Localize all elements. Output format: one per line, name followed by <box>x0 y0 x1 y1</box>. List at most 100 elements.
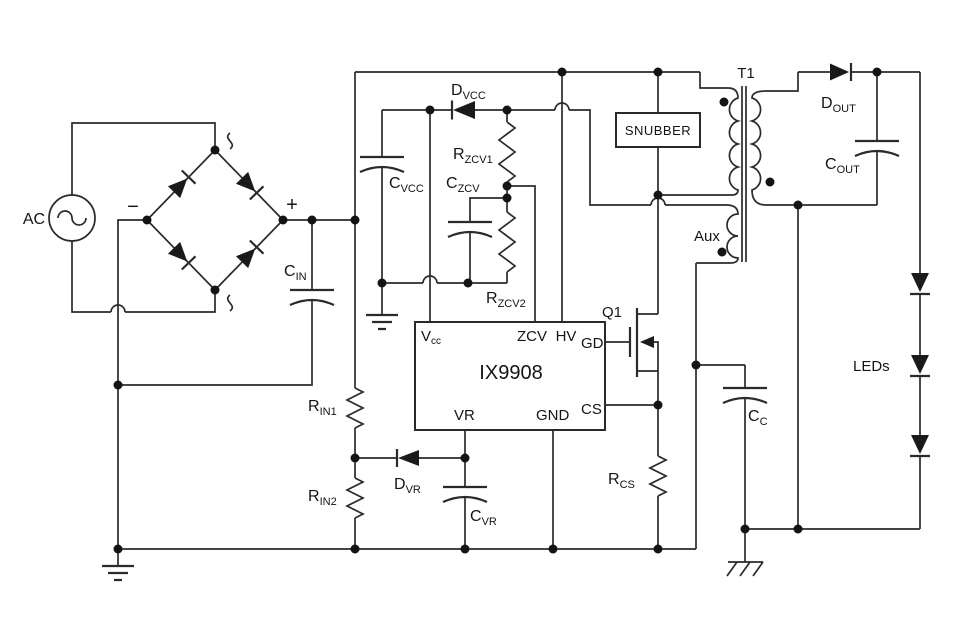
bridge-sides <box>145 148 285 292</box>
junction-dot <box>425 105 435 115</box>
bridge-diode <box>167 241 197 271</box>
ac-tilde-icon <box>226 294 234 312</box>
capacitor-cout: COUT <box>825 139 900 176</box>
sine-icon <box>57 210 87 226</box>
ic-ix9908: Vcc ZCV HV GD CS VR GND IX9908 <box>414 321 606 431</box>
junction-dot <box>502 181 512 191</box>
ground-bar <box>366 313 398 331</box>
cc-label: CC <box>748 408 768 428</box>
diode-triangle <box>235 248 256 269</box>
junction-dot <box>502 193 512 203</box>
rzcv1-label: RZCV1 <box>453 146 493 166</box>
dvr-label: DVR <box>394 476 421 496</box>
diode-triangle <box>235 171 256 192</box>
mosfet-q1: Q1 <box>602 304 659 405</box>
rzcv2-label: RZCV2 <box>486 290 526 310</box>
bridge-diode <box>235 171 265 201</box>
resistor-zigzag <box>497 121 517 183</box>
bridge-diode <box>235 239 265 269</box>
junction-dot <box>463 278 473 288</box>
ground-symbol-left <box>102 549 134 582</box>
junction-dot <box>113 544 123 554</box>
plus-label: + <box>286 194 298 216</box>
resistor-zigzag <box>497 211 517 273</box>
ac-source: AC <box>23 194 96 242</box>
source-lead <box>637 370 659 405</box>
rin1-label: RIN1 <box>308 398 337 418</box>
diode-bar <box>181 255 197 271</box>
leds-label: LEDs <box>853 358 890 375</box>
diode-bar <box>249 239 265 255</box>
ic-body <box>414 321 606 431</box>
wires <box>71 71 920 550</box>
ac-tilde-icon <box>226 132 234 150</box>
diode-triangle <box>830 63 849 81</box>
ac-source-circle <box>48 194 96 242</box>
capacitor-cvcc: CVCC <box>359 110 424 283</box>
resistor-zigzag <box>345 477 365 519</box>
cap-plate-curved <box>289 298 335 307</box>
rin2-label: RIN2 <box>308 488 337 508</box>
ic-part-number: IX9908 <box>479 362 542 384</box>
pin-cs: CS <box>581 401 602 418</box>
phase-dot-aux <box>717 247 727 257</box>
q1-label: Q1 <box>602 304 622 321</box>
minus-label: − <box>127 196 139 218</box>
wire-ac-bottom2 <box>125 290 216 313</box>
junction-dot <box>872 67 882 77</box>
wire-ac-bottom <box>71 241 111 313</box>
junction-dot <box>113 380 123 390</box>
ground-bar <box>102 564 134 582</box>
diode-dout: DOUT <box>821 63 856 115</box>
resistor-rcs: RCS <box>608 455 668 497</box>
aux-label: Aux <box>694 228 720 245</box>
resistor-zigzag <box>345 387 365 429</box>
wire-cc-branch <box>696 364 746 388</box>
junction-dot <box>653 400 663 410</box>
wire-zcv-pin <box>507 185 536 322</box>
chassis-slash <box>726 561 764 577</box>
cout-label: COUT <box>825 156 860 176</box>
diode-bar <box>249 185 265 201</box>
snubber-label: SNUBBER <box>625 123 691 138</box>
bridge-diode <box>167 169 197 199</box>
wire-cout-bottom <box>798 151 878 206</box>
junction-dot <box>460 544 470 554</box>
snubber-box <box>615 112 701 148</box>
capacitor-czcv: CZCV <box>446 175 493 283</box>
resistor-rzcv2: RZCV2 <box>486 211 526 310</box>
junction-dot <box>691 360 701 370</box>
transformer-t1: T1 Aux <box>694 65 799 264</box>
junction-dot <box>278 215 288 225</box>
wire-ac-top <box>71 122 216 195</box>
phase-dot-secondary <box>765 177 775 187</box>
led-triangle <box>911 355 929 374</box>
junction-dot <box>548 544 558 554</box>
resistor-zigzag <box>648 455 668 497</box>
junction-dot <box>210 285 220 295</box>
resistor-rin2: RIN2 <box>308 477 365 519</box>
secondary-winding <box>749 72 799 206</box>
dout-label: DOUT <box>821 95 856 115</box>
pin-hv: HV <box>556 328 577 345</box>
junction-dot <box>142 215 152 225</box>
led-triangle <box>911 273 929 292</box>
capacitor-cc: CC <box>722 386 768 428</box>
junction-dot <box>653 67 663 77</box>
junction-dot <box>350 453 360 463</box>
junction-dot <box>653 190 663 200</box>
snubber-block: SNUBBER <box>615 112 701 148</box>
diode-dvr: DVR <box>394 449 421 496</box>
cin-label: CIN <box>284 263 307 283</box>
cvcc-label: CVCC <box>389 175 424 195</box>
junction-dot <box>502 105 512 115</box>
pin-gd: GD <box>581 335 604 352</box>
pin-zcv: ZCV <box>517 328 547 345</box>
ground-symbol-cvcc <box>366 283 398 331</box>
led-string: LEDs <box>853 72 930 529</box>
wire-minus-rail <box>117 219 147 549</box>
junction-dot <box>350 544 360 554</box>
pin-vr: VR <box>454 407 475 424</box>
wire-aux-feed <box>569 109 651 206</box>
